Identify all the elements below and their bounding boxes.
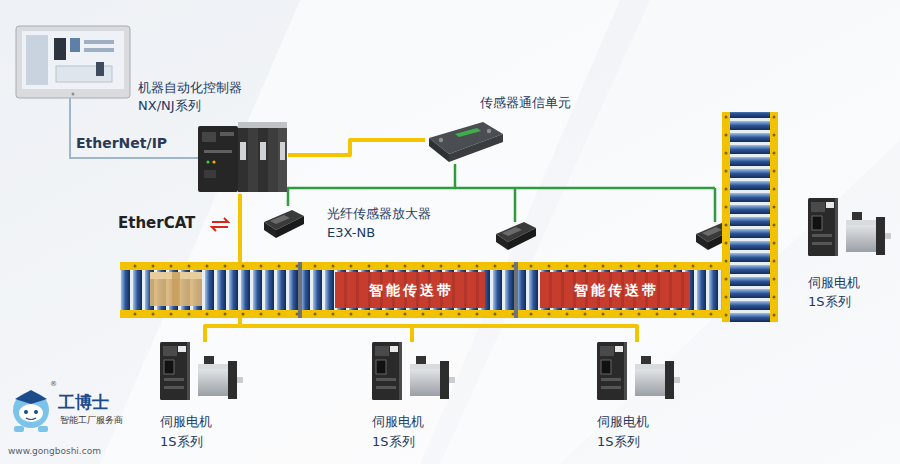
servo-picture — [808, 198, 891, 256]
servo-motor: 伺服电机 1S系列 — [597, 342, 681, 450]
servo-picture — [160, 342, 243, 400]
servo-picture — [597, 342, 680, 400]
device-label: 1S系列 — [160, 434, 203, 450]
vertical-conveyor — [722, 112, 778, 322]
fiber-amplifier: 光纤传感器放大器 E3X-NB — [262, 206, 431, 242]
hmi-screen — [16, 26, 130, 98]
watermark-url: www.gongboshi.com — [8, 446, 101, 457]
servo-motor: 伺服电机 1S系列 — [808, 198, 892, 310]
conveyor-label: 智能传送带 — [540, 272, 690, 308]
amplifier-picture — [264, 210, 304, 238]
protocol-label: EtherNet/IP — [76, 135, 167, 152]
sensor-cable — [288, 164, 455, 206]
device-label: 1S系列 — [597, 434, 640, 450]
servo-picture — [808, 198, 892, 256]
ethercat-arrows — [212, 218, 228, 231]
fiber-amplifier — [496, 222, 536, 250]
device-label: 光纤传感器放大器 — [327, 206, 431, 222]
watermark-slogan: 智能工厂服务商 — [60, 415, 123, 426]
ethercat-cable — [288, 140, 425, 155]
controller-picture — [198, 122, 288, 194]
sensor-cable — [455, 188, 715, 222]
device-label: 伺服电机 — [160, 414, 212, 430]
device-label: 机器自动化控制器 — [138, 80, 242, 96]
servo-picture — [597, 342, 681, 400]
conveyor — [120, 262, 730, 318]
servo-picture — [372, 342, 455, 400]
conveyor-label: 智能传送带 — [335, 272, 485, 308]
servo-picture — [372, 342, 456, 400]
watermark-brand: 工博士 — [58, 392, 109, 412]
device-label: 伺服电机 — [597, 414, 649, 430]
device-label: 1S系列 — [372, 434, 415, 450]
device-label: E3X-NB — [327, 225, 375, 241]
servo-picture — [160, 342, 244, 400]
watermark-logo — [13, 390, 49, 432]
conveyor-text: 智能传送带 — [369, 282, 454, 299]
sensor-comm-unit: 传感器通信单元 — [425, 95, 571, 164]
device-label: 传感器通信单元 — [480, 95, 571, 111]
device-label: 1S系列 — [808, 294, 851, 310]
sensor-unit-picture — [425, 120, 505, 164]
servo-motor: 伺服电机 1S系列 — [372, 342, 456, 450]
cardboard-box — [150, 272, 202, 306]
trademark-mark: ® — [50, 380, 57, 388]
conveyor-text: 智能传送带 — [574, 282, 659, 299]
controller-picture — [198, 122, 287, 192]
sensor-unit-picture — [429, 122, 503, 162]
device-label: 伺服电机 — [372, 414, 424, 430]
protocol-label: EtherCAT — [118, 214, 195, 232]
device-label: 伺服电机 — [808, 275, 860, 291]
device-label: NX/NJ系列 — [138, 98, 201, 114]
servo-motor: 伺服电机 1S系列 — [160, 342, 244, 450]
amplifier-picture — [262, 208, 306, 242]
